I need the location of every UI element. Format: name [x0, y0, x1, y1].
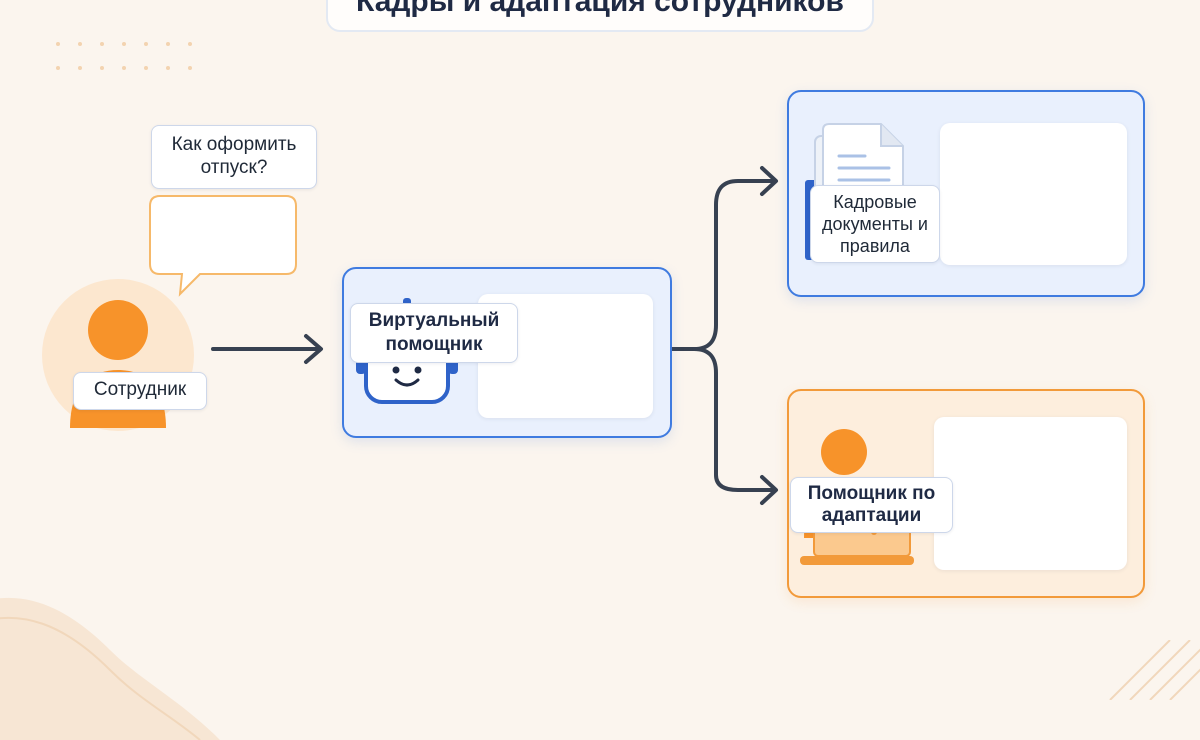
adaptation-assistant-label: Помощник по адаптации [790, 477, 953, 533]
arrow-branch-to-adaptation [692, 347, 777, 492]
arrow-icon [304, 334, 323, 364]
adaptation-content-panel [934, 417, 1127, 570]
question-bubble: Как оформить отпуск? [151, 125, 317, 189]
arrow-icon [760, 475, 778, 505]
decorative-diagonal-lines [1109, 640, 1200, 700]
decorative-dot-grid [56, 42, 192, 70]
arrow-assistant-to-branch [670, 179, 777, 351]
hr-documents-content-panel [940, 123, 1127, 265]
diagram-title: Кадры и адаптация сотрудников [326, 0, 874, 32]
virtual-assistant-label: Виртуальный помощник [350, 303, 518, 363]
hr-documents-label: Кадровые документы и правила [810, 185, 940, 263]
arrow-icon [760, 166, 778, 196]
connector-arrows [211, 166, 778, 505]
empty-speech-bubble [149, 195, 297, 297]
employee-label: Сотрудник [73, 372, 207, 410]
